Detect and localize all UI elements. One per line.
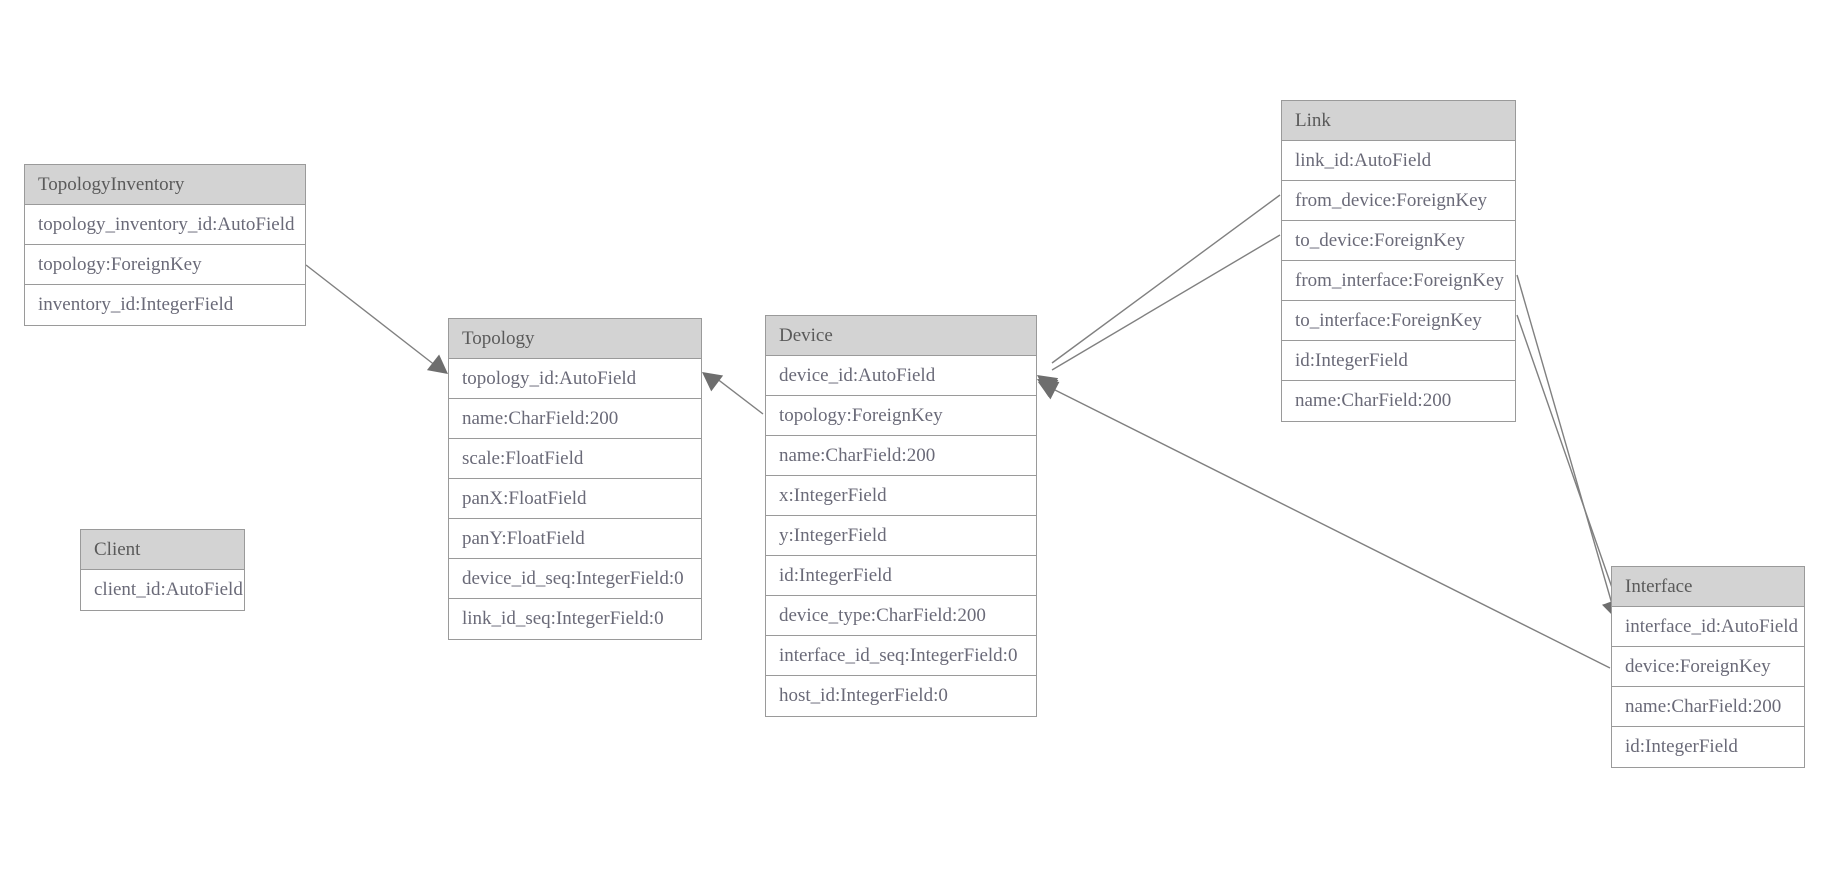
entity-field-device-2: name:CharField:200 bbox=[766, 436, 1036, 476]
relation-topologyinventory-topology bbox=[305, 264, 448, 374]
relation-line-link-to-interface bbox=[1516, 314, 1618, 603]
entity-field-link-5: id:IntegerField bbox=[1282, 341, 1515, 381]
entity-title-link: Link bbox=[1282, 101, 1515, 141]
entity-field-link-1: from_device:ForeignKey bbox=[1282, 181, 1515, 221]
entity-field-topology_inventory-0: topology_inventory_id:AutoField bbox=[25, 205, 305, 245]
entity-field-link-0: link_id:AutoField bbox=[1282, 141, 1515, 181]
relation-link-to-device bbox=[1037, 234, 1281, 398]
entity-field-device-1: topology:ForeignKey bbox=[766, 396, 1036, 436]
relation-line-device-topology bbox=[715, 377, 764, 415]
relation-line-topologyinventory-topology bbox=[305, 264, 437, 367]
entity-field-device-7: interface_id_seq:IntegerField:0 bbox=[766, 636, 1036, 676]
relation-device-topology bbox=[702, 372, 764, 415]
entity-field-topology_inventory-1: topology:ForeignKey bbox=[25, 245, 305, 285]
entity-field-device-4: y:IntegerField bbox=[766, 516, 1036, 556]
entity-field-link-3: from_interface:ForeignKey bbox=[1282, 261, 1515, 301]
entity-title-device: Device bbox=[766, 316, 1036, 356]
entity-field-topology-6: link_id_seq:IntegerField:0 bbox=[449, 599, 701, 639]
entity-field-topology-3: panX:FloatField bbox=[449, 479, 701, 519]
entity-field-link-2: to_device:ForeignKey bbox=[1282, 221, 1515, 261]
entity-field-device-3: x:IntegerField bbox=[766, 476, 1036, 516]
entity-field-device-6: device_type:CharField:200 bbox=[766, 596, 1036, 636]
entity-field-topology_inventory-2: inventory_id:IntegerField bbox=[25, 285, 305, 325]
entity-field-client-0: client_id:AutoField bbox=[81, 570, 244, 610]
entity-field-link-6: name:CharField:200 bbox=[1282, 381, 1515, 421]
entity-field-topology-5: device_id_seq:IntegerField:0 bbox=[449, 559, 701, 599]
entity-field-interface-2: name:CharField:200 bbox=[1612, 687, 1804, 727]
relation-line-link-from-device bbox=[1051, 194, 1281, 364]
entity-field-device-5: id:IntegerField bbox=[766, 556, 1036, 596]
entity-title-client: Client bbox=[81, 530, 244, 570]
entity-title-topology_inventory: TopologyInventory bbox=[25, 165, 305, 205]
entity-field-topology-4: panY:FloatField bbox=[449, 519, 701, 559]
entity-field-device-0: device_id:AutoField bbox=[766, 356, 1036, 396]
relation-link-from-device bbox=[1037, 194, 1281, 395]
relation-line-link-to-device bbox=[1051, 234, 1281, 371]
entity-field-interface-3: id:IntegerField bbox=[1612, 727, 1804, 767]
entity-field-topology-1: name:CharField:200 bbox=[449, 399, 701, 439]
entity-field-interface-1: device:ForeignKey bbox=[1612, 647, 1804, 687]
entity-field-topology-2: scale:FloatField bbox=[449, 439, 701, 479]
relation-arrowhead-interface-device bbox=[1038, 381, 1060, 400]
relation-line-interface-device bbox=[1054, 389, 1611, 669]
entity-field-topology-0: topology_id:AutoField bbox=[449, 359, 701, 399]
entity-title-interface: Interface bbox=[1612, 567, 1804, 607]
entity-field-device-8: host_id:IntegerField:0 bbox=[766, 676, 1036, 716]
entity-title-topology: Topology bbox=[449, 319, 701, 359]
entity-field-interface-0: interface_id:AutoField bbox=[1612, 607, 1804, 647]
entity-field-link-4: to_interface:ForeignKey bbox=[1282, 301, 1515, 341]
relation-line-link-from-interface bbox=[1516, 274, 1613, 605]
